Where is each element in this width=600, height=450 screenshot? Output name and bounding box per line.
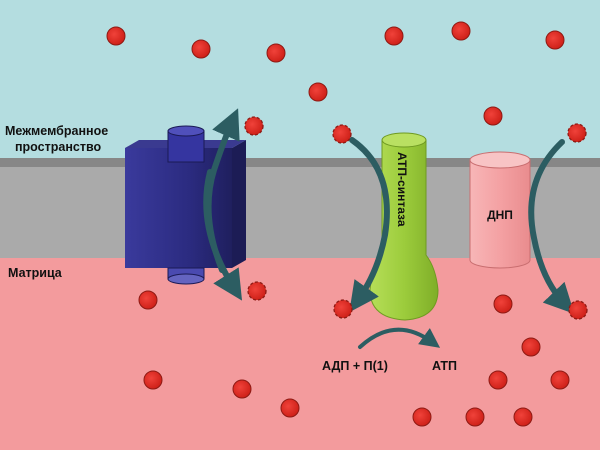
proton bbox=[465, 407, 485, 427]
intermembrane-label-line2: пространство bbox=[15, 140, 101, 154]
atp-synthase: АТП-синтаза bbox=[369, 132, 439, 321]
proton bbox=[384, 26, 404, 46]
protons-in-transit bbox=[244, 116, 588, 320]
matrix-region bbox=[0, 258, 600, 450]
proton-pump-arrow-in bbox=[203, 169, 243, 301]
proton bbox=[191, 39, 211, 59]
proton-transit bbox=[244, 116, 264, 136]
proton bbox=[451, 21, 471, 41]
proton bbox=[143, 370, 163, 390]
respiratory-complex bbox=[125, 125, 246, 285]
intermembrane-label: Межмембранное bbox=[5, 124, 108, 138]
proton bbox=[138, 290, 158, 310]
proton bbox=[266, 43, 286, 63]
proton bbox=[545, 30, 565, 50]
dnp-label: ДНП bbox=[487, 208, 513, 222]
proton-transit bbox=[333, 299, 353, 319]
reaction-substrate-label: АДП + П(1) bbox=[322, 359, 388, 373]
proton bbox=[280, 398, 300, 418]
proton bbox=[232, 379, 252, 399]
proton-transit bbox=[567, 123, 587, 143]
atp-synthase-proton-arrow bbox=[349, 137, 390, 313]
proton bbox=[412, 407, 432, 427]
dnp-carrier: ДНП bbox=[469, 151, 531, 269]
protons-matrix bbox=[138, 290, 570, 427]
dnp-proton-arrow bbox=[528, 139, 575, 314]
proton-transit bbox=[332, 124, 352, 144]
proton bbox=[493, 294, 513, 314]
proton bbox=[513, 407, 533, 427]
proton bbox=[521, 337, 541, 357]
proton-transit bbox=[568, 300, 588, 320]
proton bbox=[106, 26, 126, 46]
proton-transit bbox=[247, 281, 267, 301]
protons-intermembrane bbox=[106, 21, 565, 126]
reaction-arrow bbox=[358, 327, 441, 349]
atp-synthase-label: АТП-синтаза bbox=[395, 152, 409, 227]
membrane-top-edge bbox=[0, 158, 600, 167]
proton bbox=[308, 82, 328, 102]
reaction-product-label: АТП bbox=[432, 359, 457, 373]
proton bbox=[550, 370, 570, 390]
intermembrane-space bbox=[0, 0, 600, 160]
proton bbox=[488, 370, 508, 390]
proton bbox=[483, 106, 503, 126]
matrix-label: Матрица bbox=[8, 266, 63, 280]
